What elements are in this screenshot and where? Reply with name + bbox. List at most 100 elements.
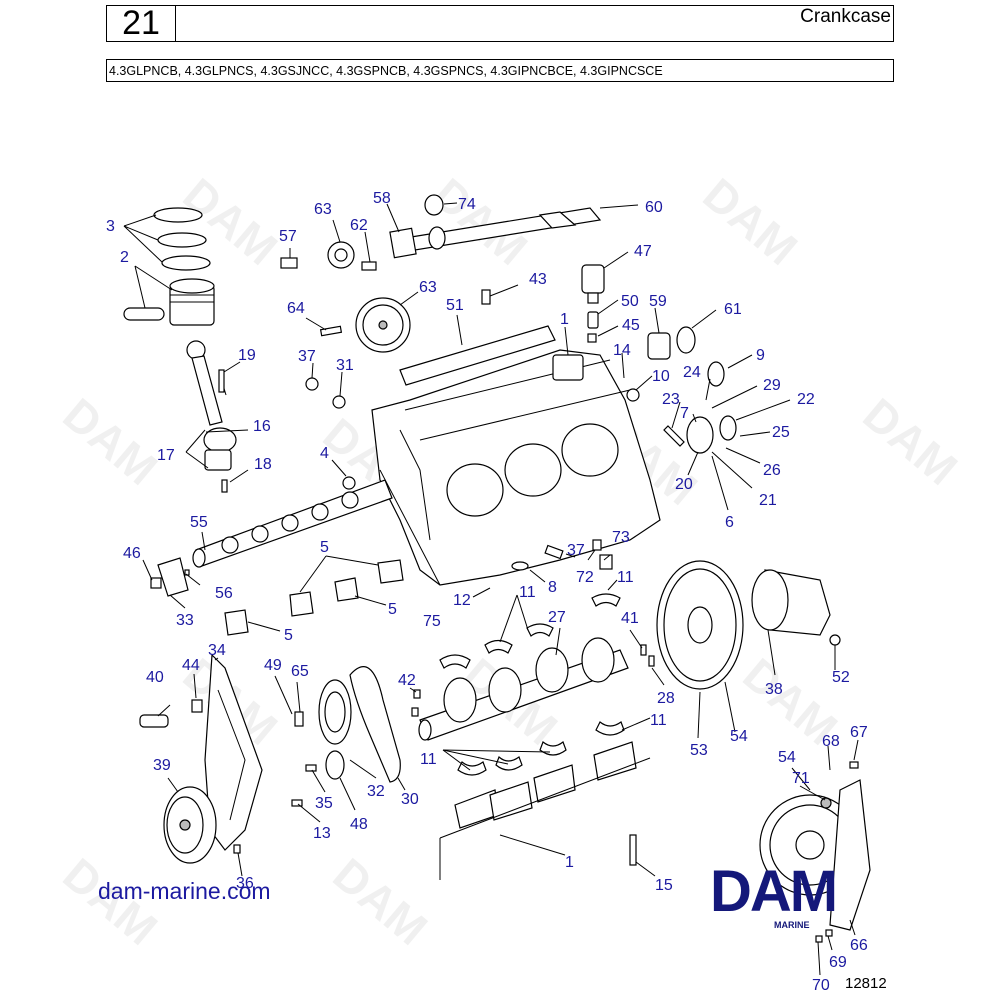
watermark-text: DAM [54,388,168,495]
label-49: 49 [264,657,282,674]
crank-pins [640,644,655,667]
label-33: 33 [176,612,194,629]
timing-small-parts [291,689,421,807]
label-26: 26 [763,462,781,479]
label-19: 19 [238,347,256,364]
brand-logo: DAM MARINE [710,859,890,936]
label-11: 11 [519,584,536,601]
label-12: 12 [453,592,471,609]
label-28: 28 [657,690,675,707]
label-64: 64 [287,300,305,317]
label-61: 61 [724,301,742,318]
label-70: 70 [812,977,830,994]
label-21: 21 [759,492,777,509]
label-44: 44 [182,657,200,674]
label-6: 6 [725,514,734,531]
label-4: 4 [320,445,329,462]
header-box: 21 Crankcase [106,5,894,42]
page-number: 21 [107,6,176,41]
label-48: 48 [350,816,368,833]
label-37: 37 [298,348,316,365]
label-3: 3 [106,218,115,235]
label-66: 66 [850,937,868,954]
label-68: 68 [822,733,840,750]
label-58: 58 [373,190,391,207]
watermark-text: DAM [324,848,438,955]
label-59: 59 [649,293,667,310]
brand-logo-text: DAM [710,859,838,924]
label-25: 25 [772,424,790,441]
label-29: 29 [763,377,781,394]
label-27: 27 [548,609,566,626]
label-1: 1 [560,311,569,328]
label-54: 54 [778,749,796,766]
small-fittings [319,289,599,343]
label-10: 10 [652,368,670,385]
label-39: 39 [153,757,171,774]
label-24: 24 [683,364,701,381]
timing-set [318,666,401,783]
piston [123,278,215,326]
balance-shaft [389,194,602,259]
label-34: 34 [208,642,226,659]
label-50: 50 [621,293,639,310]
label-73: 73 [612,529,630,546]
cam-bearings [224,559,404,636]
label-55: 55 [190,514,208,531]
label-75: 75 [423,613,441,630]
label-71: 71 [792,770,810,787]
flywheel [656,560,744,690]
label-56: 56 [215,585,233,602]
label-45: 45 [622,317,640,334]
label-5: 5 [284,627,293,644]
label-8: 8 [548,579,557,596]
flywheel-rear [759,761,871,943]
label-67: 67 [850,724,868,741]
label-7: 7 [680,405,689,422]
label-22: 22 [797,391,815,408]
coupler [751,569,841,646]
camshaft [157,479,393,597]
label-51: 51 [446,297,464,314]
label-43: 43 [529,271,547,288]
label-30: 30 [401,791,419,808]
label-2: 2 [120,249,129,266]
watermark-text: DAM [854,388,968,495]
engine-block [371,349,661,586]
page-title: Crankcase [800,6,891,27]
label-69: 69 [829,954,847,971]
block-plugs [305,377,640,571]
label-46: 46 [123,545,141,562]
label-11: 11 [650,712,667,729]
label-54: 54 [730,728,748,745]
connecting-rod [186,340,237,471]
label-36: 36 [236,875,254,892]
label-40: 40 [146,669,164,686]
leader-lines [123,202,859,976]
main-bearings-lower [457,721,625,776]
label-63: 63 [419,279,437,296]
label-32: 32 [367,783,385,800]
label-72: 72 [576,569,594,586]
front-cover [204,653,263,851]
label-38: 38 [765,681,783,698]
label-5: 5 [388,601,397,618]
label-57: 57 [279,228,297,245]
label-23: 23 [662,391,680,408]
website-link[interactable]: dam-marine.com [98,878,271,904]
label-52: 52 [832,669,850,686]
label-1: 1 [565,854,574,871]
label-5: 5 [320,539,329,556]
label-63: 63 [314,201,332,218]
label-9: 9 [756,347,765,364]
oil-gallery-plate [399,325,556,386]
piston-rings [153,207,211,271]
sensor [581,264,605,304]
label-42: 42 [398,672,416,689]
label-53: 53 [690,742,708,759]
label-31: 31 [336,357,354,374]
cap-bolt [629,834,637,866]
label-17: 17 [157,447,175,464]
brand-logo-subtext: MARINE [774,920,810,930]
